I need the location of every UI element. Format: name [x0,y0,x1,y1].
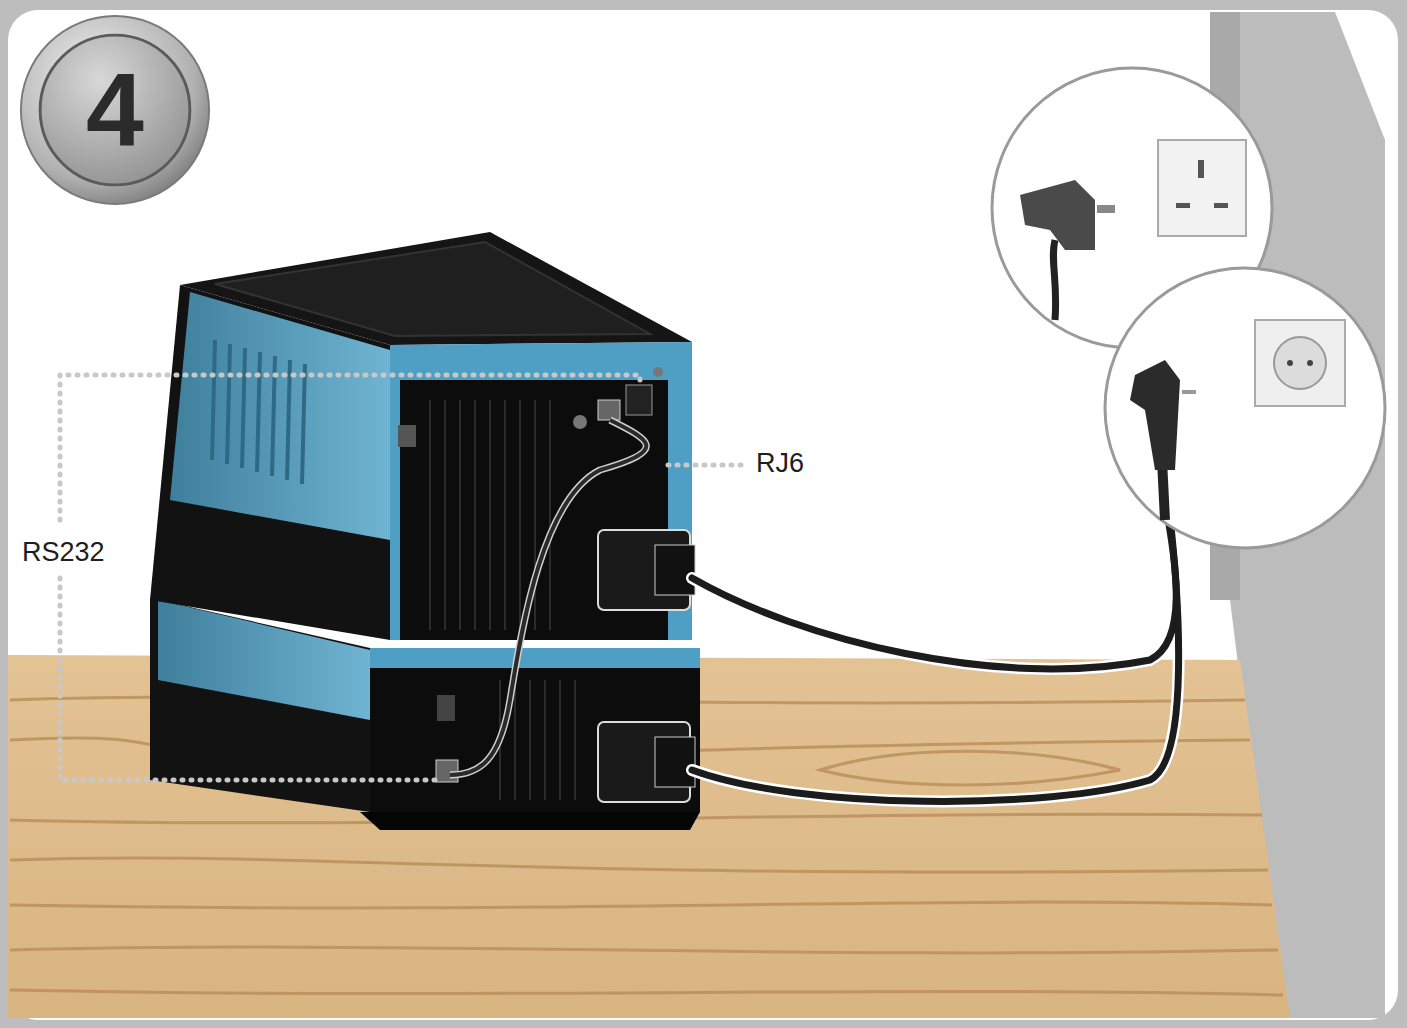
uk-plug [1020,180,1095,250]
screw [653,367,663,377]
plug-body [655,545,695,595]
connector-label: RJ6 [752,448,808,480]
side-vents [212,340,305,484]
step-badge: 4 [19,14,211,206]
plug-body [655,737,695,787]
socket-hole [1214,203,1228,208]
rj6-port-lower [436,760,458,782]
eu-socket [1255,320,1345,406]
uk-pin [1097,205,1115,213]
socket-hole [1176,203,1190,208]
connector-label: RS232 [18,537,109,569]
upper-unit-top [180,232,692,345]
upper-unit-frame [390,342,692,640]
leader-lines [60,375,748,780]
eu-plug-inset [1105,268,1385,548]
panel-ground [8,10,1398,1020]
step-number: 4 [86,58,144,162]
socket-hole [1198,160,1204,178]
eu-pin [1182,390,1196,394]
lower-unit-base [360,812,700,830]
socket-hole [1287,360,1293,366]
top-tray [215,242,650,336]
uk-plug-cable [1053,240,1055,320]
upper-switch [398,425,416,447]
upper-unit-side [150,285,390,640]
eu-plug [1130,360,1180,470]
rs232-port [626,385,652,415]
rj6-port [598,400,620,420]
power-cables [692,500,1179,801]
socket-hole [1307,360,1313,366]
lower-unit-back [370,648,700,812]
uk-socket [1158,140,1246,236]
screw [573,415,587,429]
lower-unit-rim [370,648,700,668]
lower-switch [437,695,455,721]
eu-socket-face [1274,337,1326,389]
